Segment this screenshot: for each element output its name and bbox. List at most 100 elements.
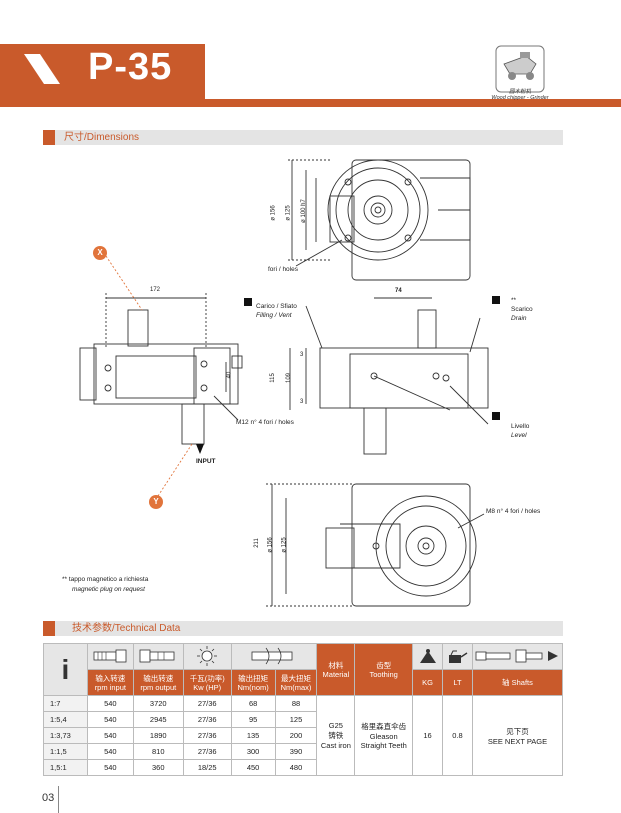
input-label: INPUT: [196, 458, 216, 465]
shafts-header: 轴 Shafts: [471, 669, 564, 696]
nm-max-header-cn: 最大扭矩: [280, 673, 311, 683]
toothing-l3: Straight Teeth: [360, 741, 407, 750]
rpm-in-cell: 540: [86, 695, 134, 712]
kg-header: KG: [412, 669, 443, 696]
dim-109: 109: [286, 372, 293, 384]
material-cell: G25 铸铁 Cast iron: [316, 695, 356, 776]
torque-icon: [230, 643, 318, 670]
kw-header-cn: 千瓦(功率): [189, 673, 225, 683]
rpm-out-cell: 360: [132, 759, 184, 776]
kw-header-en: Kw (HP): [193, 682, 222, 692]
toothing-header-en: Toothing: [369, 669, 398, 679]
dim-74: 74: [395, 288, 402, 294]
kw-cell: 27/36: [182, 711, 232, 728]
shafts-l2: SEE NEXT PAGE: [487, 736, 548, 746]
dim-d156-bottom: ø 156: [267, 537, 274, 553]
kg-cell: 16: [412, 695, 443, 776]
nm-max-header-en: Nm(max): [280, 682, 312, 692]
dim-115: 115: [269, 373, 276, 383]
nm-nom-cell: 95: [230, 711, 276, 728]
dim-211: 211: [253, 538, 260, 548]
material-l1: G25: [328, 721, 343, 730]
carico-label: Carico / Sfiato: [256, 303, 297, 310]
material-l3: Cast iron: [320, 741, 351, 750]
dimensions-section-title: 尺寸/Dimensions: [64, 132, 140, 143]
kw-cell: 27/36: [182, 727, 232, 744]
power-sun-icon: [182, 643, 232, 670]
nm-nom-cell: 68: [230, 695, 276, 712]
logo-caption-en: Wood chipper - Grinder: [491, 95, 549, 101]
dim-3-top: 3: [300, 352, 304, 358]
ratio-cell: 1:5,4: [43, 711, 88, 728]
technical-drawings: [79, 159, 500, 607]
technical-section-title: 技术参数/Technical Data: [72, 623, 181, 634]
toothing-cell: 格里森直伞齿 Gleason Straight Teeth: [354, 695, 414, 776]
dim-d125-top: ø 125: [285, 205, 292, 221]
material-header-en: Material: [322, 669, 350, 679]
scarico-mark: **: [511, 297, 517, 304]
marker-y: Y: [149, 495, 163, 509]
m12-holes-label: M12 n° 4 fori / holes: [236, 419, 294, 426]
magnetic-plug-note-en: magnetic plug on request: [72, 586, 145, 593]
wood-chipper-logo-icon: [490, 44, 550, 96]
ratio-cell: 1:3,73: [43, 727, 88, 744]
livello-label: Livello: [511, 423, 530, 430]
nm-max-cell: 88: [274, 695, 318, 712]
oil-can-icon: [442, 643, 473, 670]
nm-max-cell: 125: [274, 711, 318, 728]
dim-3-bottom: 3: [300, 399, 304, 405]
ratio-symbol: i: [43, 643, 88, 696]
nm-nom-cell: 450: [230, 759, 276, 776]
material-header-cn: 材料: [328, 660, 344, 670]
front-view-drawing: [289, 297, 489, 455]
rpm-input-header-cn: 输入转速: [95, 673, 126, 683]
table-row: 1,5:1 540 360 18/25 450 480: [43, 759, 563, 776]
kw-cell: 18/25: [182, 759, 232, 776]
nm-nom-header-cn: 输出扭矩: [238, 673, 269, 683]
table-row: 1:7 540 3720 27/36 68 88 G25 铸铁 Cast iro…: [43, 695, 564, 776]
section-marker: [43, 621, 55, 636]
nm-max-cell: 200: [274, 727, 318, 744]
weight-icon: [412, 643, 443, 670]
magnetic-plug-note-it: ** tappo magnetico a richiesta: [62, 576, 149, 583]
toothing-header: 齿型 Toothing: [354, 643, 414, 696]
rpm-output-icon: [132, 643, 184, 670]
rpm-input-icon: [86, 643, 134, 670]
shafts-icon: [471, 643, 564, 670]
nm-max-cell: 390: [274, 743, 318, 760]
rpm-output-header-en: rpm output: [140, 682, 177, 692]
side-view-drawing: [79, 293, 243, 445]
header-bar: [0, 44, 205, 99]
logo-caption: 圆木粉机 Wood chipper - Grinder: [482, 87, 558, 101]
rpm-output-header-cn: 输出转速: [143, 673, 174, 683]
shafts-l1: 见下页: [506, 726, 529, 736]
level-label: Level: [511, 432, 527, 439]
kw-header: 千瓦(功率)Kw (HP): [182, 669, 232, 696]
rpm-out-cell: 2945: [132, 711, 184, 728]
kw-cell: 27/36: [182, 743, 232, 760]
lt-header: LT: [442, 669, 473, 696]
material-l2: 铸铁: [328, 731, 344, 740]
rpm-out-cell: 3720: [132, 695, 184, 712]
dim-40: 40: [226, 371, 233, 379]
filling-label: Filling / Vent: [256, 312, 292, 319]
kw-cell: 27/36: [182, 695, 232, 712]
top-view-drawing: [288, 159, 471, 281]
rpm-input-header-en: rpm input: [94, 682, 126, 692]
nm-nom-header-en: Nm(nom): [237, 682, 269, 692]
technical-section-bar: [43, 621, 563, 636]
ratio-cell: 1,5:1: [43, 759, 88, 776]
logo-caption-cn: 圆木粉机: [508, 89, 531, 95]
rpm-in-cell: 540: [86, 711, 134, 728]
nm-nom-cell: 300: [230, 743, 276, 760]
dim-d156-top: ø 156: [270, 205, 277, 221]
marker-x: X: [93, 246, 107, 260]
rpm-in-cell: 540: [86, 743, 134, 760]
page-divider: [58, 786, 59, 813]
dim-d125-bottom: ø 125: [281, 537, 288, 553]
nm-nom-cell: 135: [230, 727, 276, 744]
material-header: 材料 Material: [316, 643, 356, 696]
